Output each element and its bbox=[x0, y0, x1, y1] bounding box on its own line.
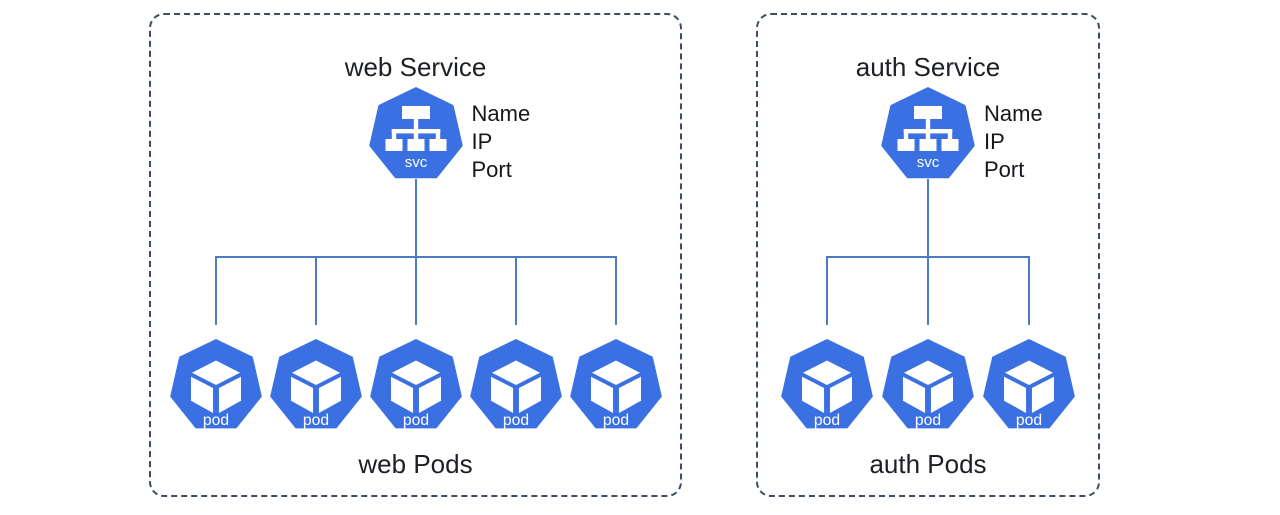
service-badge-label: svc bbox=[917, 154, 940, 171]
pod-label: pod bbox=[502, 412, 528, 429]
pods-caption: auth Pods bbox=[869, 449, 987, 479]
kubernetes-pod-icon: pod bbox=[267, 337, 365, 435]
kubernetes-pod-icon: pod bbox=[567, 337, 665, 435]
service-attribute-name: Name bbox=[471, 101, 531, 126]
service-title: auth Service bbox=[855, 52, 1001, 82]
service-attribute-ip: IP bbox=[984, 129, 1005, 154]
connector-drop bbox=[514, 256, 517, 325]
web-service-group: web Service svc Name IP bbox=[149, 13, 682, 497]
pods-caption: web Pods bbox=[358, 449, 473, 479]
pod-label: pod bbox=[602, 412, 628, 429]
kubernetes-pod-icon: pod bbox=[467, 337, 565, 435]
pod-label: pod bbox=[915, 412, 941, 429]
connector-drop bbox=[1028, 256, 1030, 325]
pod-label: pod bbox=[202, 412, 228, 429]
kubernetes-service-icon: svc bbox=[878, 85, 978, 185]
service-attribute-ip: IP bbox=[471, 129, 493, 154]
connector-drop bbox=[414, 256, 417, 325]
service-attribute-name: Name bbox=[984, 101, 1043, 126]
connector-drop bbox=[826, 256, 828, 325]
service-attributes: Name IP Port bbox=[472, 100, 531, 184]
pod-label: pod bbox=[814, 412, 840, 429]
kubernetes-pod-icon: pod bbox=[778, 337, 876, 435]
connector-stem bbox=[414, 179, 417, 256]
pod-label: pod bbox=[402, 412, 428, 429]
kubernetes-pod-icon: pod bbox=[367, 337, 465, 435]
pods-row: pod pod bbox=[167, 337, 665, 435]
kubernetes-pod-icon: pod bbox=[980, 337, 1078, 435]
connector-drop bbox=[614, 256, 617, 325]
service-title: web Service bbox=[344, 52, 487, 82]
connector-drop bbox=[927, 256, 929, 325]
connector-drop bbox=[214, 256, 217, 325]
service-attribute-port: Port bbox=[471, 157, 512, 182]
pod-label: pod bbox=[1016, 412, 1042, 429]
pods-row: pod pod bbox=[778, 337, 1078, 435]
pod-label: pod bbox=[302, 412, 328, 429]
connector-stem bbox=[927, 179, 929, 256]
connector-drop bbox=[314, 256, 317, 325]
service-attribute-port: Port bbox=[984, 157, 1025, 182]
service-attributes: Name IP Port bbox=[984, 100, 1043, 184]
kubernetes-service-icon: svc bbox=[366, 85, 466, 185]
auth-service-group: auth Service svc Name I bbox=[756, 13, 1100, 497]
service-badge-label: svc bbox=[404, 154, 427, 171]
kubernetes-pod-icon: pod bbox=[167, 337, 265, 435]
kubernetes-pod-icon: pod bbox=[879, 337, 977, 435]
